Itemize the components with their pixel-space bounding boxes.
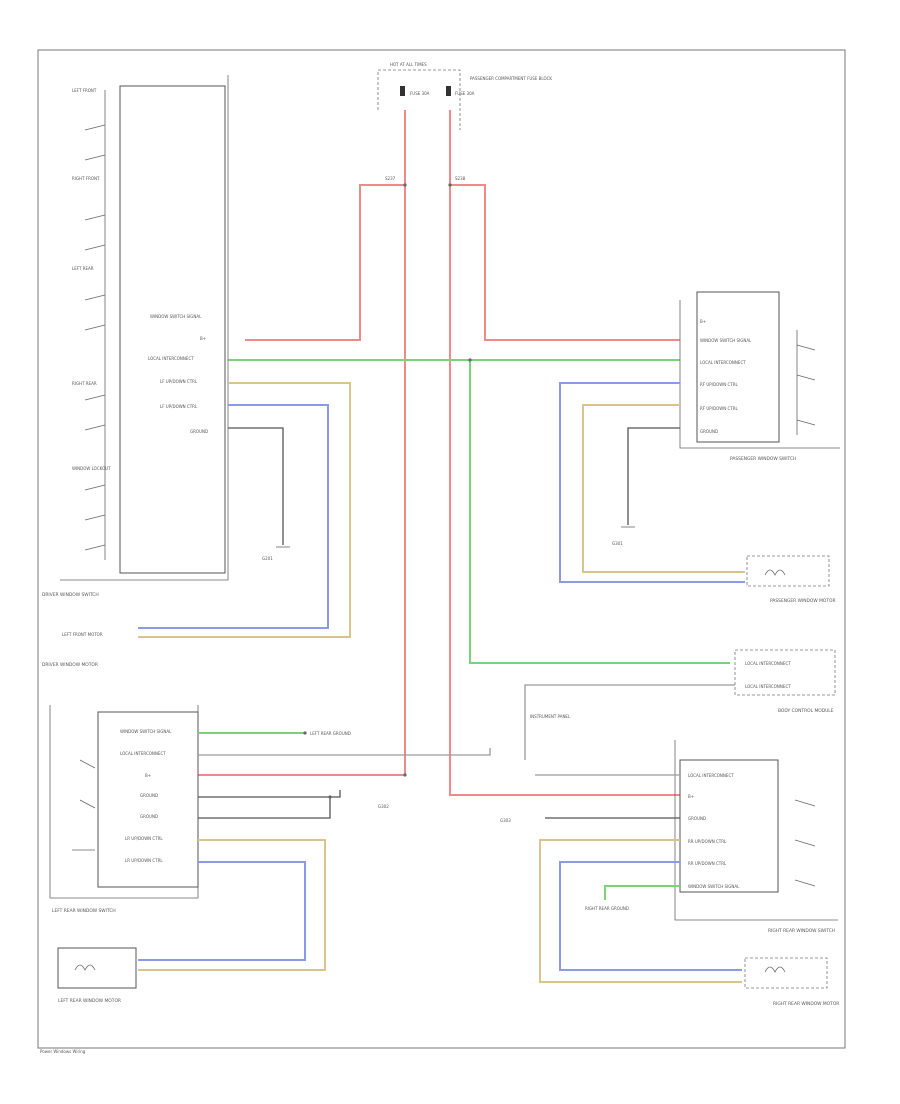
driver-sub-switch-4: WINDOW LOCKOUT (72, 466, 111, 471)
page-frame (37, 49, 846, 1049)
ground-g4: G303 (500, 818, 511, 823)
rr-switch-title: RIGHT REAR WINDOW SWITCH (768, 928, 835, 934)
rr-pin-3: RR UP/DOWN CTRL (688, 839, 727, 844)
lr-pin-6: LR UP/DOWN CTRL (125, 858, 163, 863)
driver-pin-5: GROUND (190, 429, 208, 434)
rr-pin-2: GROUND (688, 816, 706, 821)
right-rear-ground-note: RIGHT REAR GROUND (585, 906, 629, 911)
lr-pin-1: LOCAL INTERCONNECT (120, 751, 166, 756)
lr-pin-3: GROUND (140, 793, 158, 798)
passenger-switch-title: PASSENGER WINDOW SWITCH (730, 456, 796, 462)
fuse-right-label: FUSE 30A (455, 91, 475, 96)
driver-motor-title: DRIVER WINDOW MOTOR (42, 662, 98, 668)
driver-pin-1: B+ (200, 336, 206, 341)
passenger-window-switch: B+ WINDOW SWITCH SIGNAL LOCAL INTERCONNE… (559, 291, 840, 583)
passenger-pin-3: RF UP/DOWN CTRL (700, 382, 739, 387)
driver-sub-switch-2: LEFT REAR (72, 266, 94, 271)
fuse-block-caption: PASSENGER COMPARTMENT FUSE BLOCK (470, 76, 552, 81)
right-rear-window-switch: LOCAL INTERCONNECT B+ GROUND RR UP/DOWN … (500, 740, 838, 983)
fuse-block-title: HOT AT ALL TIMES (390, 62, 427, 67)
left-rear-window-motor: LEFT REAR WINDOW MOTOR (57, 947, 137, 1004)
rr-pin-1: B+ (688, 794, 694, 799)
passenger-window-motor: PASSENGER WINDOW MOTOR (746, 555, 836, 604)
passenger-motor-title: PASSENGER WINDOW MOTOR (770, 598, 836, 604)
driver-sub-switch-0: LEFT FRONT (72, 88, 97, 93)
driver-sub-switch-3: RIGHT REAR (72, 381, 97, 386)
passenger-pin-4: RF UP/DOWN CTRL (700, 406, 739, 411)
splice-right: S238 (455, 176, 466, 181)
driver-pin-0: WINDOW SWITCH SIGNAL (150, 314, 202, 319)
lr-pin-5: LR UP/DOWN CTRL (125, 836, 163, 841)
driver-pin-2: LOCAL INTERCONNECT (148, 356, 194, 361)
driver-switch-title: DRIVER WINDOW SWITCH (42, 592, 99, 598)
connector-dots (303, 183, 472, 799)
driver-window-switch: DRIVER WINDOW SWITCH WINDOW SWITCH SIGNA… (42, 75, 351, 638)
ground-g1: G201 (262, 556, 273, 561)
fuse-block: HOT AT ALL TIMES FUSE 30A FUSE 30A PASSE… (377, 62, 552, 130)
lr-pin-4: GROUND (140, 814, 158, 819)
driver-motor-label: LEFT FRONT MOTOR (62, 632, 103, 637)
ground-g3: G302 (378, 804, 389, 809)
instrument-note: INSTRUMENT PANEL (530, 714, 571, 719)
rr-pin-5: WINDOW SWITCH SIGNAL (688, 884, 740, 889)
passenger-pin-2: LOCAL INTERCONNECT (700, 360, 746, 365)
local-interconnect-wires (228, 359, 730, 664)
passenger-pin-1: WINDOW SWITCH SIGNAL (700, 338, 752, 343)
ground-g2: G301 (612, 541, 623, 546)
bcm-pin-1: LOCAL INTERCONNECT (745, 684, 791, 689)
body-control-module: LOCAL INTERCONNECT LOCAL INTERCONNECT BO… (524, 649, 836, 760)
left-rear-ground-note: LEFT REAR GROUND (310, 731, 351, 736)
splice-left: S237 (385, 176, 396, 181)
passenger-pin-0: B+ (700, 319, 706, 324)
bcm-title: BODY CONTROL MODULE (778, 708, 834, 714)
rr-motor-title: RIGHT REAR WINDOW MOTOR (773, 1001, 839, 1007)
lr-switch-title: LEFT REAR WINDOW SWITCH (52, 908, 116, 914)
driver-sub-switch-1: RIGHT FRONT (72, 176, 100, 181)
left-rear-window-switch: WINDOW SWITCH SIGNAL LOCAL INTERCONNECT … (49, 705, 491, 971)
b-plus-wires (198, 110, 680, 796)
fuse-left-label: FUSE 30A (410, 91, 430, 96)
lr-pin-2: B+ (145, 773, 151, 778)
passenger-pin-5: GROUND (700, 429, 718, 434)
rr-pin-0: LOCAL INTERCONNECT (688, 773, 734, 778)
rr-pin-4: RR UP/DOWN CTRL (688, 861, 727, 866)
right-rear-window-motor: RIGHT REAR WINDOW MOTOR (744, 957, 839, 1007)
lr-motor-title: LEFT REAR WINDOW MOTOR (58, 998, 121, 1004)
driver-window-motor: LEFT FRONT MOTOR DRIVER WINDOW MOTOR (42, 632, 103, 668)
page-label: Power Windows Wiring (40, 1049, 86, 1054)
driver-pin-3: LF UP/DOWN CTRL (160, 379, 198, 384)
lr-pin-0: WINDOW SWITCH SIGNAL (120, 729, 172, 734)
driver-pin-4: LF UP/DOWN CTRL (160, 404, 198, 409)
bcm-pin-0: LOCAL INTERCONNECT (745, 661, 791, 666)
